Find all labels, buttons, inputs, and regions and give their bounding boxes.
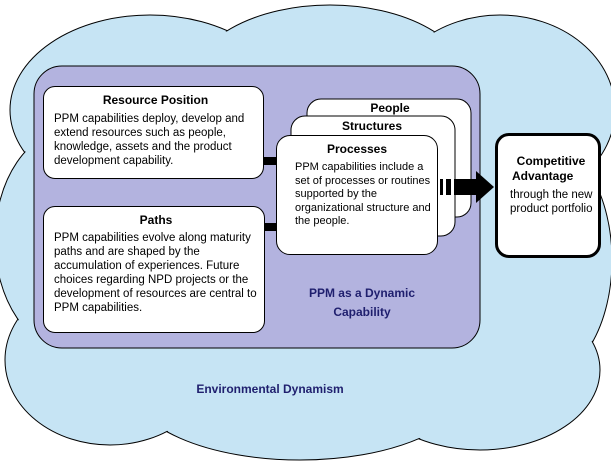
paths-body: PPM capabilities evolve along maturity p… bbox=[54, 232, 257, 314]
competitive-advantage-box: Competitive Advantage through the new pr… bbox=[495, 133, 601, 258]
competitive-advantage-title-line2: Advantage bbox=[512, 169, 574, 183]
competitive-advantage-body: through the new product portfolio bbox=[510, 189, 593, 215]
arrow-to-competitive-advantage bbox=[440, 171, 494, 203]
paths-box: Paths PPM capabilities evolve along matu… bbox=[43, 206, 265, 333]
environment-label: Environmental Dynamism bbox=[196, 382, 344, 396]
resource-position-box: Resource Position PPM capabilities deplo… bbox=[43, 86, 264, 179]
structures-title: Structures bbox=[341, 119, 403, 133]
people-title: People bbox=[370, 101, 410, 115]
core-label-line1: PPM as a Dynamic bbox=[308, 286, 416, 300]
processes-title: Processes bbox=[326, 142, 388, 156]
resource-position-title: Resource Position bbox=[102, 93, 209, 107]
competitive-advantage-title-line1: Competitive bbox=[516, 154, 586, 168]
resource-position-body: PPM capabilities deploy, develop and ext… bbox=[54, 113, 245, 167]
processes-box: Processes PPM capabilities include a set… bbox=[276, 135, 438, 255]
processes-body: PPM capabilities include a set of proces… bbox=[295, 161, 431, 227]
core-label-line2: Capability bbox=[333, 305, 391, 319]
paths-title: Paths bbox=[139, 213, 173, 227]
